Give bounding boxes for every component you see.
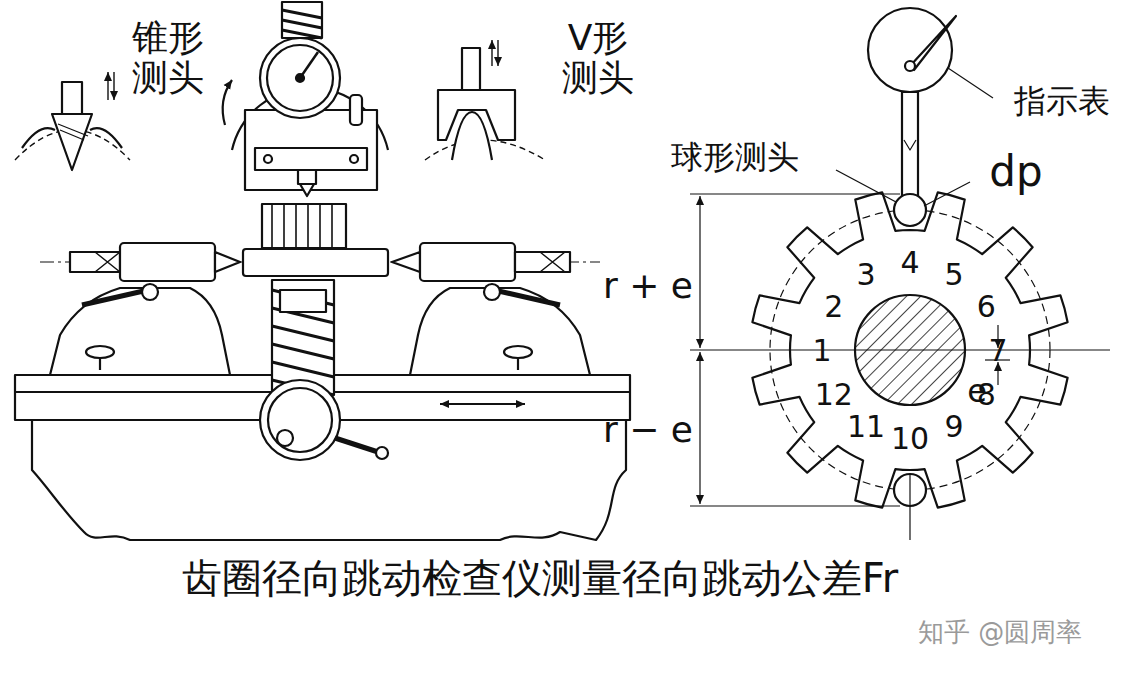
cone-probe-part [52,114,92,170]
machine-base [15,375,630,540]
dial-indicator-part [910,16,956,70]
part-label: 指示表 [1014,84,1110,119]
tooth-number: 3 [856,257,875,290]
indicator-housing-part [255,148,367,170]
centers-shaft-part [70,252,120,272]
caption: 齿圈径向跳动检查仪测量径向跳动公差Fr [182,556,899,600]
centers-shaft-part [95,252,120,272]
centers-shaft-part [540,252,565,272]
cone-probe-part [58,124,88,140]
indicator-housing-part [296,74,304,82]
indicator-housing-part [267,45,333,111]
tooth-number: 2 [824,290,843,323]
centers-shaft-part [215,252,240,272]
cone-probe-part [62,82,82,114]
cone-probe-part [113,72,114,100]
watermark: 知乎 @圆周率 [918,618,1082,647]
v-probe-part [491,40,492,66]
leader-lines-part [948,68,993,98]
indicator-housing-part [282,10,322,38]
tooth-number: 10 [891,422,929,455]
dimension-label: r − e [603,410,693,450]
tooth-number: 12 [815,378,853,411]
part-label: 球形测头 [671,140,799,175]
centers-shaft-part [120,243,215,281]
indicator-housing-part [223,80,232,125]
leader-lines-part [836,170,896,202]
tailstock-stands-part [99,358,101,370]
machine-base-part [440,403,525,405]
tooth-number: 11 [847,410,885,443]
dimension-lines-part [690,505,900,506]
tailstock-stands-part [504,346,532,358]
tailstock-stands-part [410,288,590,375]
leader-lines-part [924,182,970,206]
v-probe-part [452,112,492,160]
centers-shaft-part [392,252,420,272]
probe-label: 锥形 测头 [127,18,210,97]
indicator-housing-part [350,95,362,125]
leader-lines [836,68,993,206]
tested-gear-part [262,204,346,248]
dimension-lines-part [699,196,700,348]
dimension-lines-part [699,352,700,504]
tested-gear-part [272,204,332,248]
handwheel-part [376,447,388,459]
dial-indicator-part [905,61,915,71]
probe-label: V形 测头 [557,18,640,97]
measured-gear-part [690,349,1110,350]
dimension-label: r + e [603,266,693,306]
screw-column [272,280,334,395]
tailstock-stands-part [517,358,519,370]
dimension-lines [690,194,1010,506]
dimension-lines-part [690,193,900,194]
tooth-number: 8 [977,378,996,411]
tailstock-stands-part [494,290,560,305]
handwheel-part [260,380,340,460]
tested-gear [262,204,346,248]
measured-gear [690,192,1110,507]
dial-indicator [868,8,956,92]
screw-column-part [280,290,326,312]
handwheel-part [268,388,332,452]
ball-probes-part [894,194,926,226]
indicator-housing-part [298,170,316,184]
indicator-housing-part [350,155,358,163]
tailstock-stands-part [86,346,114,358]
ball-probes-part [904,140,916,150]
handwheel [260,380,388,460]
tailstock-stands-part [50,288,230,375]
ball-probes [894,92,926,540]
cone-probe-part [107,72,108,100]
tailstock-stands-part [142,284,158,300]
screw-column-part [272,280,334,395]
ball-probes-part [909,474,910,540]
handwheel-part [277,430,293,446]
tooth-number: 4 [900,246,919,279]
v-probe [425,40,545,160]
indicator-housing-part [282,2,322,38]
tailstock-stands-part [484,284,500,300]
indicator-housing-part [260,38,340,118]
centers-shaft-part [243,249,388,276]
indicator-housing-part [264,155,272,163]
tooth-number: 5 [944,257,963,290]
ball-probes-part [902,92,918,198]
dial-indicator-part [868,8,952,92]
tooth-number: 9 [944,410,963,443]
handwheel-part [335,438,378,452]
tailstock-stands-part [82,290,148,305]
v-probe-part [497,40,498,66]
indicator-housing [223,2,388,196]
cone-probe [15,72,130,170]
tooth-number: 1 [812,334,831,367]
v-probe-part [462,48,480,90]
symbol-label: dp [989,149,1042,195]
tooth-number: 6 [977,290,996,323]
centers-shaft-part [420,243,515,281]
indicator-housing-part [300,184,314,196]
tooth-number: 7 [988,334,1007,367]
centers-shaft-part [515,252,570,272]
